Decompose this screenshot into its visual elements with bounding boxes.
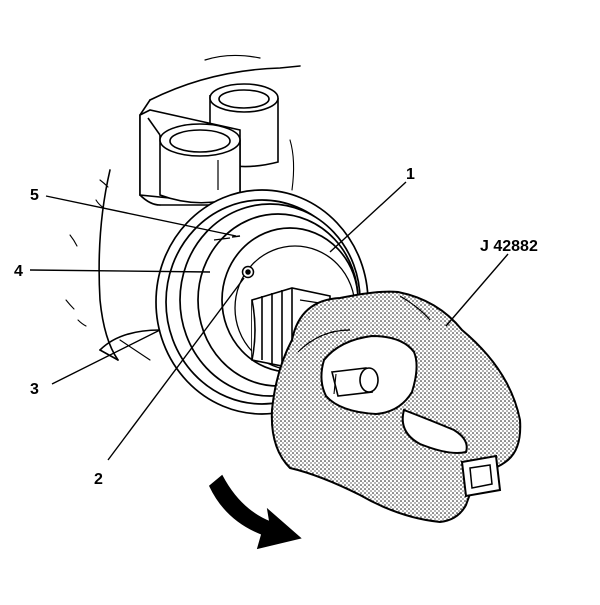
leader-lines [29,181,509,461]
callout-labels: 1 5 4 3 2 J 42882 [14,166,538,488]
leader-line-3 [51,329,161,385]
callout-2: 2 [94,471,103,488]
leader-line-5 [45,195,237,237]
tool-drive-pin [331,367,379,397]
tool-label: J 42882 [480,238,538,255]
leader-line-1 [329,181,407,253]
casting-boss-front [139,109,241,206]
rotation-arrow-icon [209,474,302,550]
leader-line-2 [107,277,245,461]
tool-j42882 [270,290,522,524]
leader-line-4 [29,269,211,273]
timing-notch [213,235,241,241]
callout-3: 3 [30,381,39,398]
casting-boss-rear [209,83,279,168]
callout-1: 1 [406,166,415,183]
callout-5: 5 [30,187,39,204]
timing-mark-hole [241,265,255,279]
callout-4: 4 [14,263,23,280]
leader-line-tool [445,253,509,327]
